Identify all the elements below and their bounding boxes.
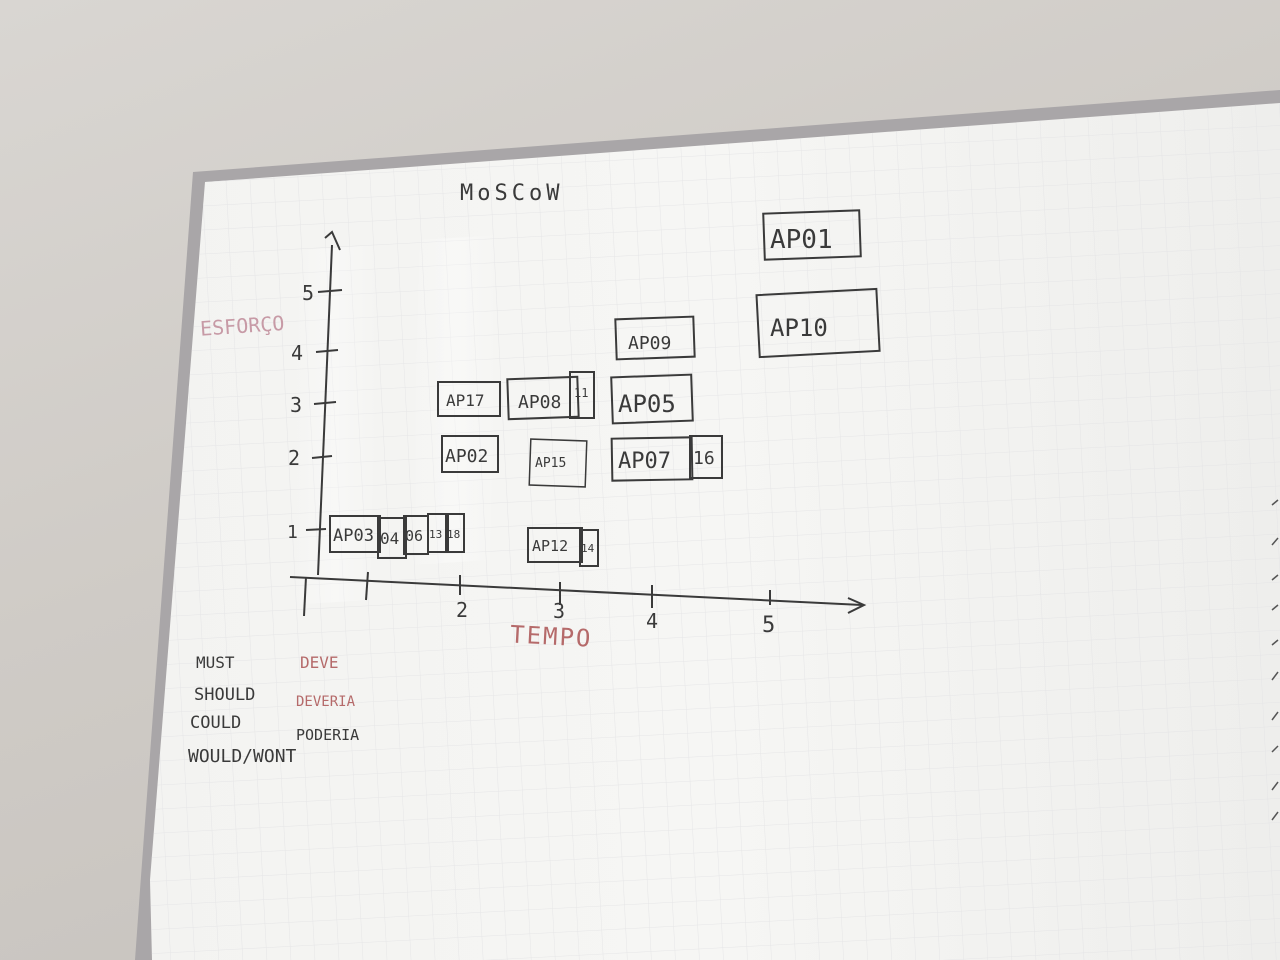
svg-text:18: 18 <box>447 528 460 541</box>
y-axis-label: ESFORÇO <box>199 311 285 341</box>
svg-text:AP07: AP07 <box>618 449 671 474</box>
card-11: 11 <box>569 371 595 419</box>
card-ap05: AP05 <box>610 373 694 425</box>
legend-term-must: MUST <box>196 653 235 672</box>
card-ap01: AP01 <box>762 209 862 261</box>
y-tick-4: 4 <box>291 341 303 365</box>
x-tick-4: 4 <box>646 609 658 633</box>
card-ap15: AP15 <box>528 438 588 488</box>
y-axis <box>305 230 343 576</box>
svg-text:16: 16 <box>693 448 715 469</box>
svg-text:AP08: AP08 <box>518 392 561 413</box>
legend-term-could: COULD <box>190 713 241 733</box>
card-ap12: AP12 <box>527 527 583 563</box>
svg-text:AP09: AP09 <box>628 333 671 354</box>
y-tick-2: 2 <box>288 446 300 470</box>
svg-text:AP15: AP15 <box>535 456 566 471</box>
reflection <box>410 235 500 565</box>
svg-text:AP05: AP05 <box>618 390 676 418</box>
card-18: 18 <box>445 513 465 553</box>
svg-text:AP01: AP01 <box>770 225 833 255</box>
card-ap10: AP10 <box>755 287 881 359</box>
edge-marks <box>1271 499 1279 821</box>
card-ap02: AP02 <box>441 435 499 473</box>
y-tick-1: 1 <box>287 522 298 543</box>
legend-term-should: SHOULD <box>194 685 255 705</box>
legend-term-would: WOULD/WONT <box>188 746 297 767</box>
card-ap09: AP09 <box>614 315 696 361</box>
svg-text:AP02: AP02 <box>445 446 488 467</box>
card-ap08: AP08 <box>506 375 580 421</box>
svg-text:13: 13 <box>429 528 442 541</box>
card-04: 04 <box>377 517 407 559</box>
svg-text:AP17: AP17 <box>446 391 485 410</box>
x-axis <box>289 571 867 617</box>
svg-text:AP12: AP12 <box>532 537 568 555</box>
y-tick-5: 5 <box>302 281 314 305</box>
card-ap07: AP07 <box>610 436 694 482</box>
svg-text:AP03: AP03 <box>333 526 374 546</box>
svg-text:AP10: AP10 <box>770 314 828 342</box>
svg-text:06: 06 <box>405 527 423 545</box>
legend-translation-must: DEVE <box>300 653 339 672</box>
card-16: 16 <box>689 435 723 479</box>
x-tick-5: 5 <box>762 613 775 638</box>
svg-text:14: 14 <box>581 542 595 555</box>
y-tick-3: 3 <box>290 393 302 417</box>
x-tick-3: 3 <box>553 599 565 623</box>
card-13: 13 <box>427 513 449 553</box>
svg-text:11: 11 <box>574 386 588 400</box>
board-title: MoSCoW <box>460 181 563 206</box>
card-ap17: AP17 <box>437 381 501 417</box>
moscow-legend: MUST DEVE SHOULD DEVERIA COULD PODERIA W… <box>188 653 359 767</box>
x-axis-label: TEMPO <box>509 620 593 652</box>
card-14: 14 <box>579 529 599 567</box>
svg-text:04: 04 <box>380 529 399 548</box>
legend-translation-should: DEVERIA <box>296 694 356 710</box>
card-ap03: AP03 <box>329 515 381 553</box>
x-tick-2: 2 <box>456 598 468 622</box>
legend-translation-could: PODERIA <box>296 726 359 744</box>
